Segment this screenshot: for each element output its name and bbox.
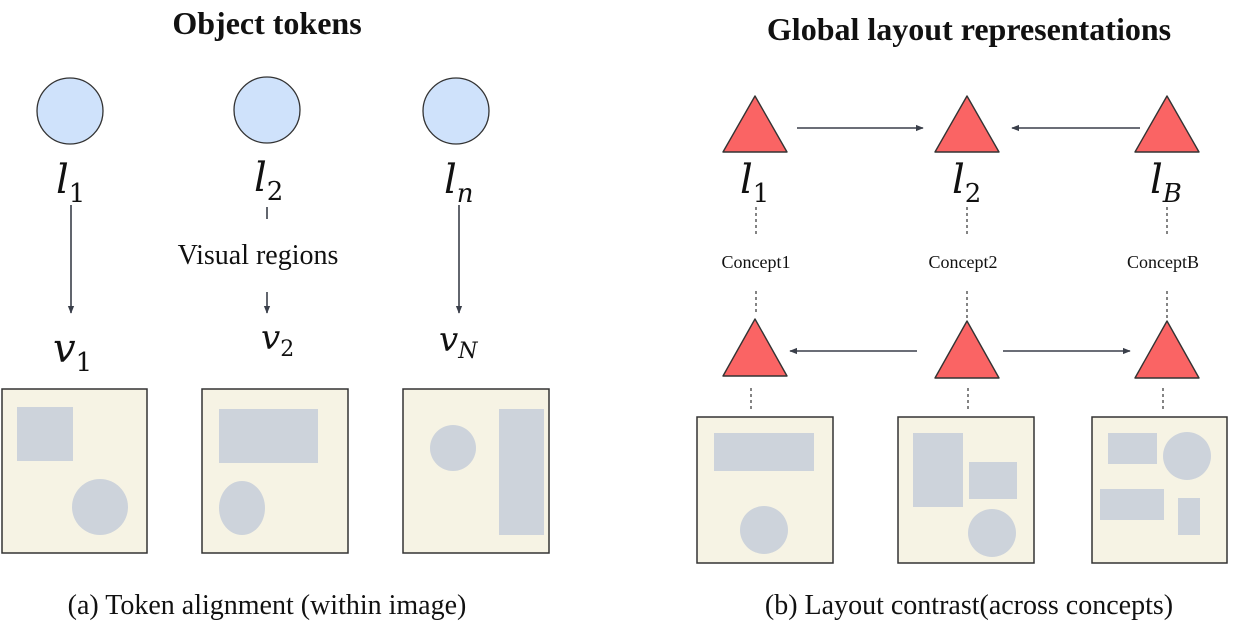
region-circle	[1163, 432, 1211, 480]
left-panel-caption: (a) Token alignment (within image)	[68, 590, 467, 621]
left-image-1	[1, 388, 148, 554]
concept-label-3: ConceptB	[1127, 252, 1199, 272]
token-label-2: l2	[254, 155, 283, 207]
region-tall-rectangle	[499, 409, 544, 535]
right-panel: Global layout representations l1 l2 lB C…	[696, 11, 1228, 621]
region-rectangle	[1108, 433, 1157, 464]
right-panel-title: Global layout representations	[767, 11, 1171, 47]
right-image-2	[897, 416, 1035, 564]
region-rectangle	[17, 407, 73, 461]
layout-node-bottom-2	[934, 320, 1000, 379]
token-label-3: ln	[444, 157, 474, 209]
region-rectangle	[714, 433, 814, 471]
layout-node-top-1	[722, 95, 788, 153]
layout-label-1: l1	[740, 157, 769, 209]
concept-label-1: Concept1	[722, 252, 791, 272]
token-node-2	[233, 76, 301, 144]
region-rectangle	[969, 462, 1017, 499]
token-node-1	[36, 77, 104, 145]
left-panel: Object tokens l1 l2 ln Visual regions v1…	[1, 5, 550, 621]
region-wide-rectangle	[1100, 489, 1164, 520]
visual-regions-label: Visual regions	[178, 240, 339, 271]
right-image-3	[1091, 416, 1228, 564]
region-circle	[740, 506, 788, 554]
layout-label-2: l2	[952, 157, 981, 209]
region-circle	[968, 509, 1016, 557]
layout-node-bottom-1	[722, 318, 788, 377]
region-circle	[430, 425, 476, 471]
region-ellipse	[219, 481, 265, 535]
region-rectangle	[219, 409, 318, 463]
token-label-1: l1	[56, 157, 85, 209]
region-small-rectangle	[1178, 498, 1200, 535]
token-node-3	[422, 77, 490, 145]
region-label-3: vN	[439, 320, 478, 364]
region-tall-rectangle	[913, 433, 963, 507]
left-image-2	[201, 388, 349, 554]
layout-node-top-3	[1134, 95, 1200, 153]
concept-label-2: Concept2	[929, 252, 998, 272]
region-label-2: v2	[261, 318, 294, 362]
region-circle	[72, 479, 128, 535]
layout-node-top-2	[934, 95, 1000, 153]
layout-node-bottom-3	[1134, 320, 1200, 379]
right-image-1	[696, 416, 834, 564]
right-panel-caption: (b) Layout contrast(across concepts)	[765, 590, 1173, 621]
left-image-3	[402, 388, 550, 554]
layout-label-3: lB	[1150, 157, 1182, 209]
region-label-1: v1	[53, 326, 92, 378]
left-panel-title: Object tokens	[172, 5, 361, 41]
